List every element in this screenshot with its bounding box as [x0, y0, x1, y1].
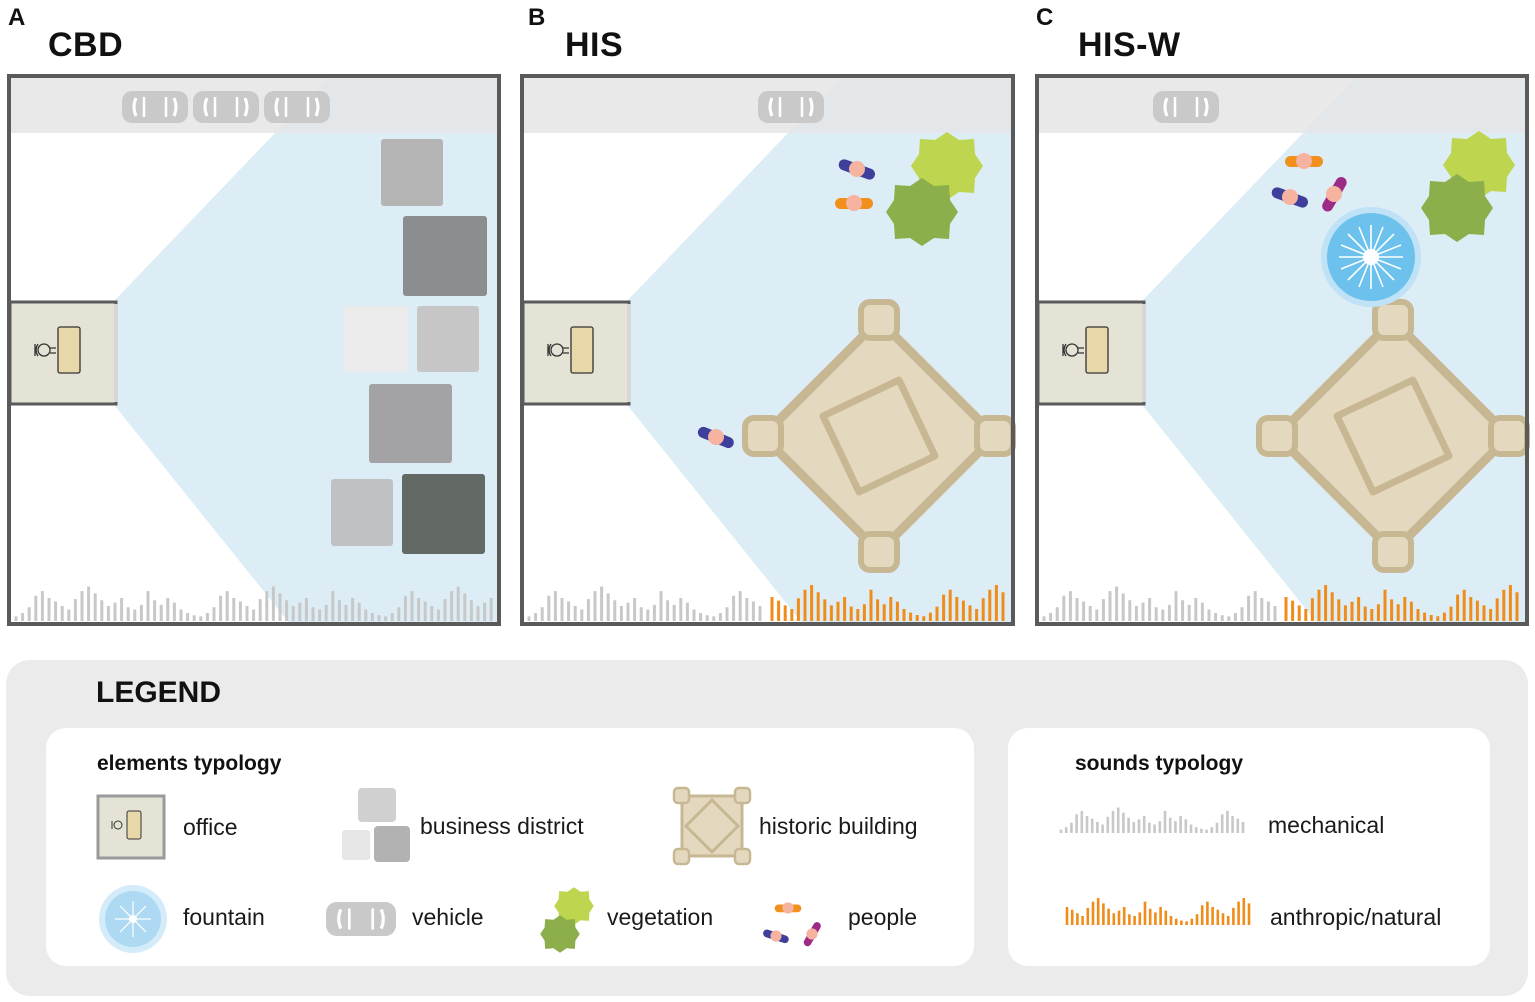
legend-label-historic-building: historic building: [759, 813, 918, 839]
panel-b-letter: B: [528, 4, 546, 31]
business-district-icon: [342, 788, 410, 862]
legend-label-business-district: business district: [420, 813, 584, 839]
mechanical-sound-wave: [1042, 586, 1277, 621]
office-icon: [96, 794, 166, 860]
vehicle-icon: [120, 89, 190, 125]
office-icon: [521, 300, 633, 406]
panel-c-scene: [1035, 74, 1529, 626]
panel-b-scene: [520, 74, 1015, 626]
anthropic-wave-icon: [1065, 898, 1251, 925]
legend-label-mechanical: mechanical: [1268, 812, 1385, 838]
vehicle-icon: [326, 902, 396, 936]
legend-label-vehicle: vehicle: [412, 904, 484, 930]
sounds-typology-card: [1008, 728, 1490, 966]
vehicle-icon: [756, 89, 826, 125]
business-district: [331, 139, 487, 554]
sounds-typology-title: sounds typology: [1075, 752, 1243, 775]
vehicle-icon: [262, 89, 332, 125]
historic-building-icon: [672, 786, 752, 866]
vehicle-icon: [1151, 89, 1221, 125]
panel-frame: [7, 74, 501, 626]
panel-c-title: HIS-W: [1078, 26, 1181, 64]
panel-c-letter: C: [1036, 4, 1054, 31]
mechanical-sound-wave: [14, 586, 493, 621]
legend-label-anthropic: anthropic/natural: [1270, 904, 1442, 930]
scenes-diagram: [7, 74, 1535, 626]
legend-label-office: office: [183, 814, 238, 840]
vehicle-icon: [191, 89, 261, 125]
legend-label-vegetation: vegetation: [607, 904, 714, 930]
anthropic-sound-wave: [770, 585, 1005, 621]
vegetation-icon: [1421, 174, 1493, 242]
legend-label-fountain: fountain: [183, 904, 265, 930]
elements-typology-title: elements typology: [97, 752, 282, 775]
mechanical-sound-wave: [527, 586, 762, 621]
panel-a-scene: [7, 74, 501, 626]
fountain-icon: [99, 885, 167, 953]
panel-b-title: HIS: [565, 26, 624, 64]
vegetation-icon: [540, 887, 594, 953]
people-icon: [763, 902, 821, 947]
mechanical-wave-icon: [1059, 807, 1245, 833]
fountain-icon: [1320, 206, 1422, 308]
panel-a-letter: A: [8, 4, 26, 31]
vegetation-icon: [886, 178, 958, 246]
panel-frame: [520, 74, 1015, 626]
panel-frame: [1035, 74, 1529, 626]
legend-title: LEGEND: [96, 676, 222, 709]
panel-a-title: CBD: [48, 26, 124, 64]
office-icon: [8, 300, 120, 406]
office-icon: [1036, 300, 1148, 406]
legend-label-people: people: [848, 904, 918, 930]
anthropic-sound-wave: [1284, 585, 1519, 621]
